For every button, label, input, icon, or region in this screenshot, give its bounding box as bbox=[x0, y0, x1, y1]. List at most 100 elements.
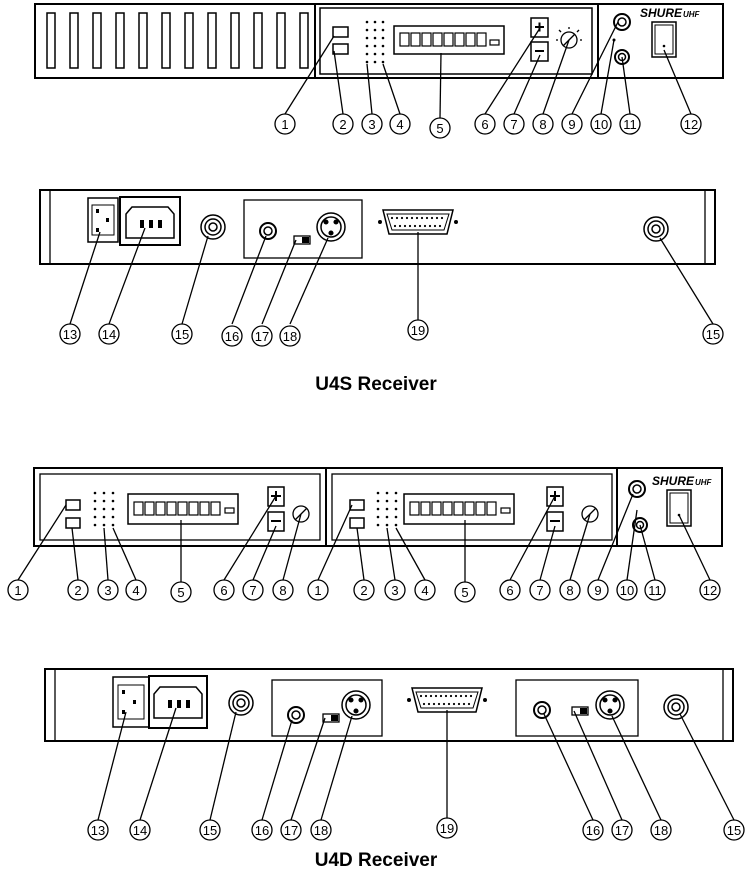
iec-inlet-icon bbox=[148, 675, 208, 729]
up-button[interactable] bbox=[546, 486, 564, 507]
callout-label: 18 bbox=[654, 823, 668, 838]
callout-label: 6 bbox=[506, 583, 513, 598]
callout-label: 2 bbox=[360, 583, 367, 598]
bnc-connector-icon bbox=[228, 690, 254, 716]
xlr-connector-icon bbox=[595, 690, 625, 720]
brand-suffix: UHF bbox=[683, 10, 701, 19]
lcd-segments bbox=[399, 32, 500, 47]
xlr-connector-icon bbox=[316, 212, 346, 242]
vent-slots bbox=[46, 12, 309, 69]
down-button[interactable] bbox=[267, 511, 285, 532]
callout-label: 16 bbox=[255, 823, 269, 838]
u4d-title: U4D Receiver bbox=[315, 850, 438, 871]
bnc-connector-icon bbox=[663, 694, 689, 720]
power-switch-icon[interactable] bbox=[666, 489, 692, 527]
callout-label: 14 bbox=[102, 327, 116, 342]
lcd-display bbox=[127, 493, 239, 525]
power-switch-icon[interactable] bbox=[651, 21, 677, 58]
knob-icon[interactable] bbox=[556, 27, 582, 49]
callout-label: 13 bbox=[63, 327, 77, 342]
callout-label: 13 bbox=[91, 823, 105, 838]
callout-label: 16 bbox=[586, 823, 600, 838]
bnc-connector-icon bbox=[200, 214, 226, 240]
callout-label: 5 bbox=[436, 121, 443, 136]
headphone-jack-icon bbox=[533, 701, 551, 719]
u4d-rear-callout-labels: 13 14 15 16 17 18 19 16 17 18 15 bbox=[91, 821, 741, 838]
select-button[interactable] bbox=[65, 517, 81, 529]
callout-label: 1 bbox=[14, 583, 21, 598]
rf-led-column bbox=[365, 20, 385, 64]
lcd-display bbox=[403, 493, 515, 525]
callout-label: 17 bbox=[284, 823, 298, 838]
menu-button[interactable] bbox=[332, 26, 349, 38]
callout-label: 15 bbox=[706, 327, 720, 342]
callout-label: 3 bbox=[104, 583, 111, 598]
u4s-front-callout-labels: 1 2 3 4 5 6 7 8 9 10 11 12 bbox=[281, 117, 698, 136]
u4s-title: U4S Receiver bbox=[315, 374, 437, 395]
down-button[interactable] bbox=[530, 41, 549, 62]
callout-label: 3 bbox=[391, 583, 398, 598]
brand-logo: SHURE bbox=[652, 474, 695, 488]
callout-label: 11 bbox=[623, 117, 637, 132]
u4s-front-callouts bbox=[274, 21, 702, 139]
brand-logo: SHURE bbox=[640, 6, 683, 20]
callout-label: 18 bbox=[314, 823, 328, 838]
u4s-front-panel bbox=[34, 3, 724, 79]
callout-label: 5 bbox=[461, 585, 468, 600]
u4s-rear-callouts bbox=[59, 227, 724, 347]
u4d-rear-callouts bbox=[87, 707, 745, 841]
callout-label: 10 bbox=[620, 583, 634, 598]
up-button[interactable] bbox=[530, 17, 549, 38]
headphone-jack-icon[interactable] bbox=[613, 13, 631, 31]
callout-label: 9 bbox=[568, 117, 575, 132]
u4d-rear-panel bbox=[44, 668, 734, 742]
callout-label: 7 bbox=[510, 117, 517, 132]
select-button[interactable] bbox=[349, 517, 365, 529]
callout-label: 9 bbox=[594, 583, 601, 598]
menu-button[interactable] bbox=[65, 499, 81, 511]
callout-label: 19 bbox=[411, 323, 425, 338]
callout-label: 17 bbox=[615, 823, 629, 838]
callout-label: 14 bbox=[133, 823, 147, 838]
up-button[interactable] bbox=[267, 486, 285, 507]
db25-connector-icon bbox=[411, 687, 483, 713]
down-button[interactable] bbox=[546, 511, 564, 532]
callout-label: 11 bbox=[648, 583, 662, 598]
u4s-rear-panel bbox=[39, 189, 716, 265]
callout-label: 18 bbox=[283, 329, 297, 344]
callout-label: 3 bbox=[368, 117, 375, 132]
callout-label: 4 bbox=[396, 117, 403, 132]
callout-label: 15 bbox=[727, 823, 741, 838]
callout-label: 10 bbox=[594, 117, 608, 132]
brand-suffix: UHF bbox=[695, 478, 713, 487]
mic-line-switch[interactable] bbox=[571, 706, 589, 716]
db25-connector-icon bbox=[382, 209, 454, 235]
mic-line-switch[interactable] bbox=[293, 235, 311, 245]
callout-label: 6 bbox=[481, 117, 488, 132]
callout-label: 17 bbox=[255, 329, 269, 344]
lcd-display bbox=[393, 25, 505, 55]
headphone-jack-icon bbox=[259, 222, 277, 240]
u4d-lcd-segments bbox=[133, 501, 511, 516]
callout-label: 12 bbox=[684, 117, 698, 132]
select-button[interactable] bbox=[332, 43, 349, 55]
callout-label: 16 bbox=[225, 329, 239, 344]
iec-inlet-icon bbox=[87, 197, 119, 243]
iec-inlet-icon bbox=[119, 196, 181, 246]
u4d-front-callout-labels: 1 2 3 4 5 6 7 8 1 2 3 4 5 6 7 8 9 10 11 … bbox=[14, 583, 717, 600]
headphone-jack-icon[interactable] bbox=[628, 480, 646, 498]
callout-label: 6 bbox=[220, 583, 227, 598]
mic-line-switch[interactable] bbox=[322, 713, 340, 723]
callout-label: 8 bbox=[539, 117, 546, 132]
bnc-connector-icon bbox=[643, 216, 669, 242]
callout-label: 15 bbox=[175, 327, 189, 342]
callout-label: 15 bbox=[203, 823, 217, 838]
callout-label: 5 bbox=[177, 585, 184, 600]
callout-label: 7 bbox=[249, 583, 256, 598]
callout-label: 2 bbox=[74, 583, 81, 598]
callout-label: 12 bbox=[703, 583, 717, 598]
xlr-connector-icon bbox=[341, 690, 371, 720]
callout-label: 8 bbox=[566, 583, 573, 598]
menu-button[interactable] bbox=[349, 499, 365, 511]
